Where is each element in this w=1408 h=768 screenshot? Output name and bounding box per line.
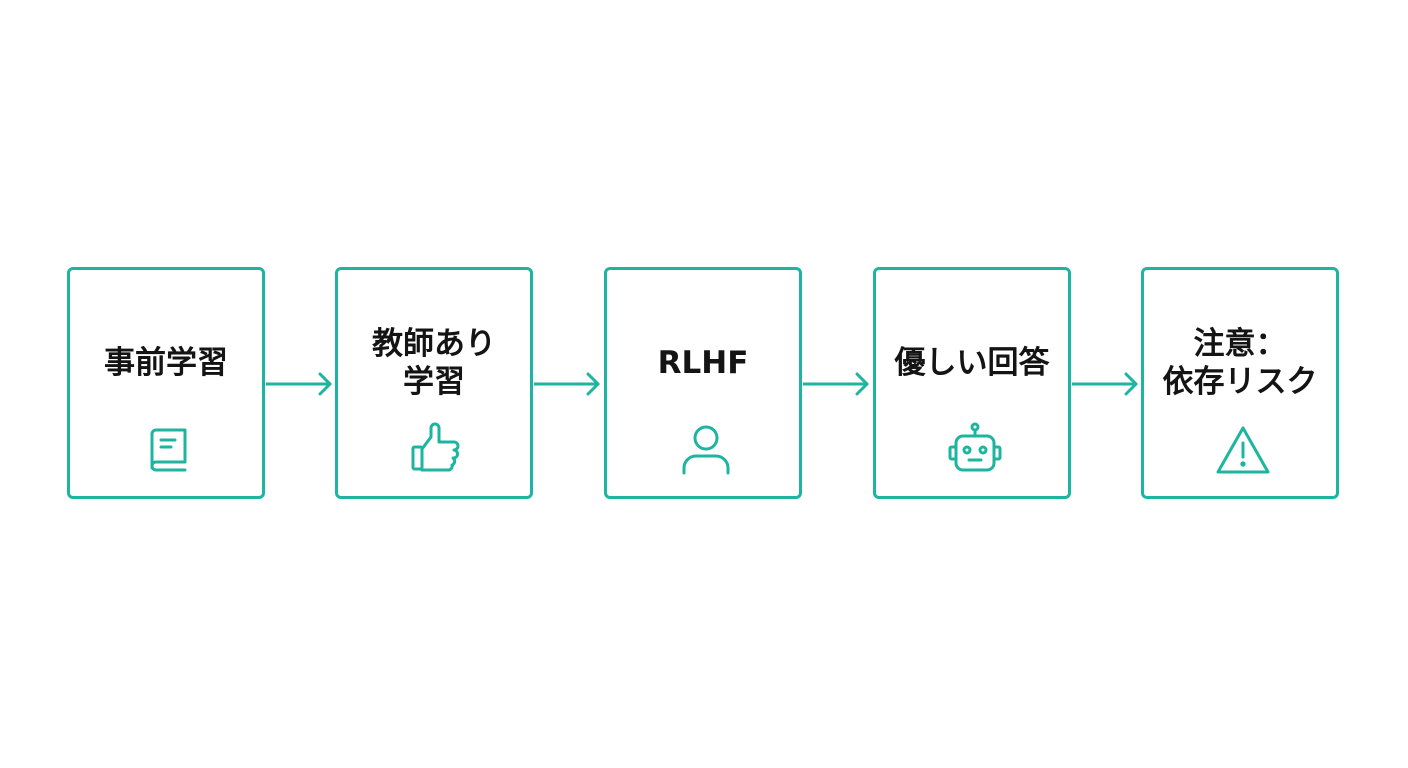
step-label-line: RLHF bbox=[657, 345, 749, 381]
step-label: 注意： 依存リスク bbox=[1144, 318, 1336, 408]
robot-icon bbox=[945, 420, 1005, 480]
thumbs-up-icon bbox=[407, 420, 467, 480]
arrow-right-icon bbox=[534, 369, 604, 399]
person-icon bbox=[676, 420, 736, 480]
step-label: 優しい回答 bbox=[876, 318, 1068, 408]
step-dependency-risk: 注意： 依存リスク bbox=[1141, 267, 1339, 499]
arrow-right-icon bbox=[1072, 369, 1142, 399]
step-label-line: 注意： bbox=[1193, 326, 1287, 362]
step-label: 教師あり 学習 bbox=[338, 318, 530, 408]
step-pretraining: 事前学習 bbox=[67, 267, 265, 499]
book-icon bbox=[139, 420, 199, 480]
step-kind-answer: 優しい回答 bbox=[873, 267, 1071, 499]
arrow-right-icon bbox=[266, 369, 336, 399]
step-rlhf: RLHF bbox=[604, 267, 802, 499]
step-label-line: 優しい回答 bbox=[894, 345, 1050, 381]
step-label-line: 依存リスク bbox=[1162, 364, 1318, 400]
step-label: RLHF bbox=[607, 318, 799, 408]
arrow-right-icon bbox=[803, 369, 873, 399]
step-label-line: 教師あり bbox=[372, 326, 496, 362]
step-label-line: 学習 bbox=[403, 364, 465, 400]
step-label: 事前学習 bbox=[70, 318, 262, 408]
warning-icon bbox=[1213, 420, 1273, 480]
step-label-line: 事前学習 bbox=[104, 345, 228, 381]
step-supervised-learning: 教師あり 学習 bbox=[335, 267, 533, 499]
